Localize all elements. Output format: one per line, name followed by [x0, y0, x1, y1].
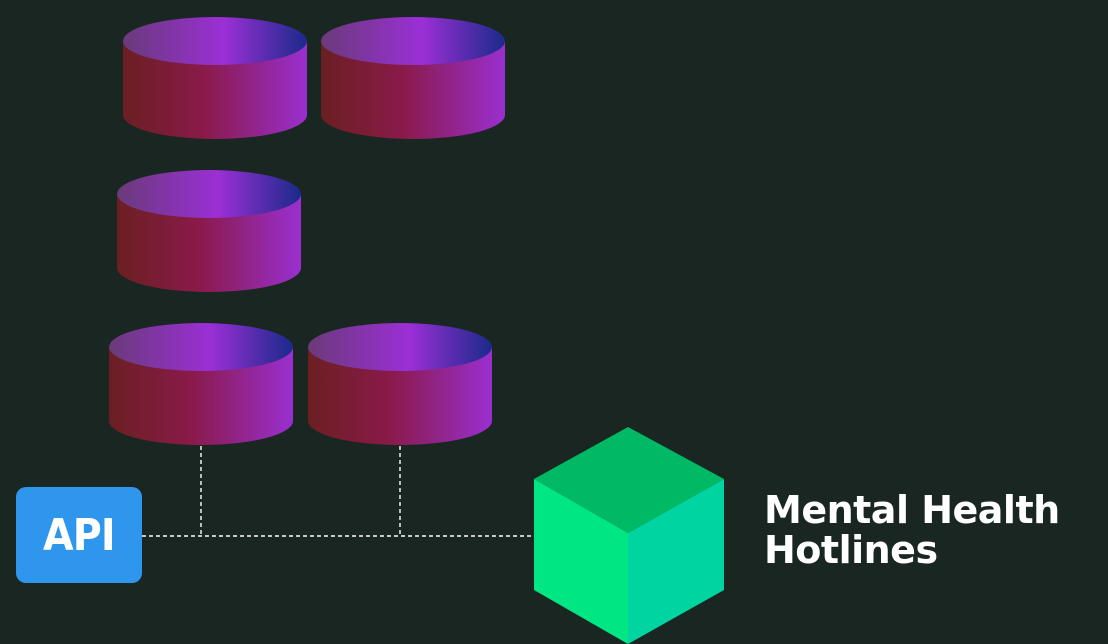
- connectors: [142, 446, 540, 537]
- api-label: API: [43, 509, 116, 561]
- api-badge: API: [16, 487, 142, 583]
- database-icon: [308, 323, 492, 445]
- database-icon: [123, 17, 307, 139]
- diagram-title: Mental Health Hotlines: [764, 488, 1060, 572]
- database-icon: [109, 323, 293, 445]
- cube-icon: [534, 427, 724, 644]
- database-icon: [321, 17, 505, 139]
- database-icon: [117, 170, 301, 292]
